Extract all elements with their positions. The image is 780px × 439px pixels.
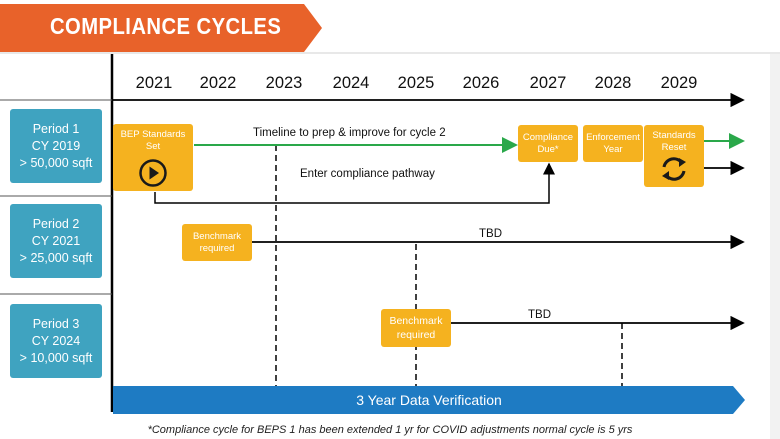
refresh-cycle-icon — [662, 157, 686, 181]
prep-timeline-label: Timeline to prep & improve for cycle 2 — [253, 127, 446, 139]
tbd-label-period2: TBD — [479, 228, 502, 240]
banner-underline — [0, 52, 780, 54]
enforcement-year-box: Enforcement Year — [583, 125, 643, 162]
compliance-due-box: Compliance Due* — [518, 125, 578, 162]
box-text: Benchmark — [192, 230, 242, 242]
box-text: Standards — [652, 130, 696, 141]
period-cy: CY 2021 — [31, 233, 81, 248]
pathway-connector — [154, 162, 555, 204]
year-label: 2024 — [332, 74, 370, 92]
period-cy: CY 2019 — [31, 138, 81, 153]
year-label: 2022 — [199, 74, 237, 92]
box-text: required — [199, 242, 235, 254]
standards-reset-box: Standards Reset — [644, 125, 704, 187]
year-label: 2025 — [397, 74, 435, 92]
title-banner — [0, 4, 322, 52]
page-title: COMPLIANCE CYCLES — [50, 13, 282, 39]
period-name: Period 2 — [32, 216, 80, 231]
year-label: 2029 — [660, 74, 698, 92]
box-text: required — [396, 329, 436, 341]
benchmark-required-box-1: Benchmark required — [182, 224, 252, 261]
period-name: Period 3 — [32, 316, 80, 331]
period-name: Period 1 — [32, 121, 80, 136]
box-text: Benchmark — [389, 315, 443, 327]
year-label: 2021 — [135, 74, 173, 92]
box-text: Year — [603, 143, 623, 155]
box-text: Due* — [537, 143, 559, 155]
data-verification-bar: 3 Year Data Verification — [113, 386, 745, 414]
box-text: Enforcement — [586, 131, 640, 143]
period-size: > 25,000 sqft — [19, 250, 93, 265]
box-text: BEP Standards — [120, 129, 186, 140]
box-text: Compliance — [522, 131, 574, 143]
period-3-box: Period 3 CY 2024 > 10,000 sqft — [10, 304, 102, 378]
footnote: *Compliance cycle for BEPS 1 has been ex… — [147, 424, 633, 436]
tbd-label-period3: TBD — [528, 309, 551, 321]
play-circle-icon — [139, 159, 167, 187]
bep-standards-box: BEP Standards Set — [113, 124, 193, 191]
year-label: 2028 — [594, 74, 632, 92]
period-1-box: Period 1 CY 2019 > 50,000 sqft — [10, 109, 102, 183]
benchmark-required-box-2: Benchmark required — [381, 309, 451, 347]
period-size: > 10,000 sqft — [19, 350, 93, 365]
year-label: 2027 — [529, 74, 567, 92]
period-2-box: Period 2 CY 2021 > 25,000 sqft — [10, 204, 102, 278]
compliance-pathway-label: Enter compliance pathway — [300, 168, 435, 180]
year-label: 2023 — [265, 74, 303, 92]
year-label: 2026 — [462, 74, 500, 92]
scroll-edge — [770, 54, 780, 439]
box-text: Set — [145, 141, 161, 152]
box-text: Reset — [661, 142, 687, 153]
period-cy: CY 2024 — [31, 333, 81, 348]
period-size: > 50,000 sqft — [19, 155, 93, 170]
